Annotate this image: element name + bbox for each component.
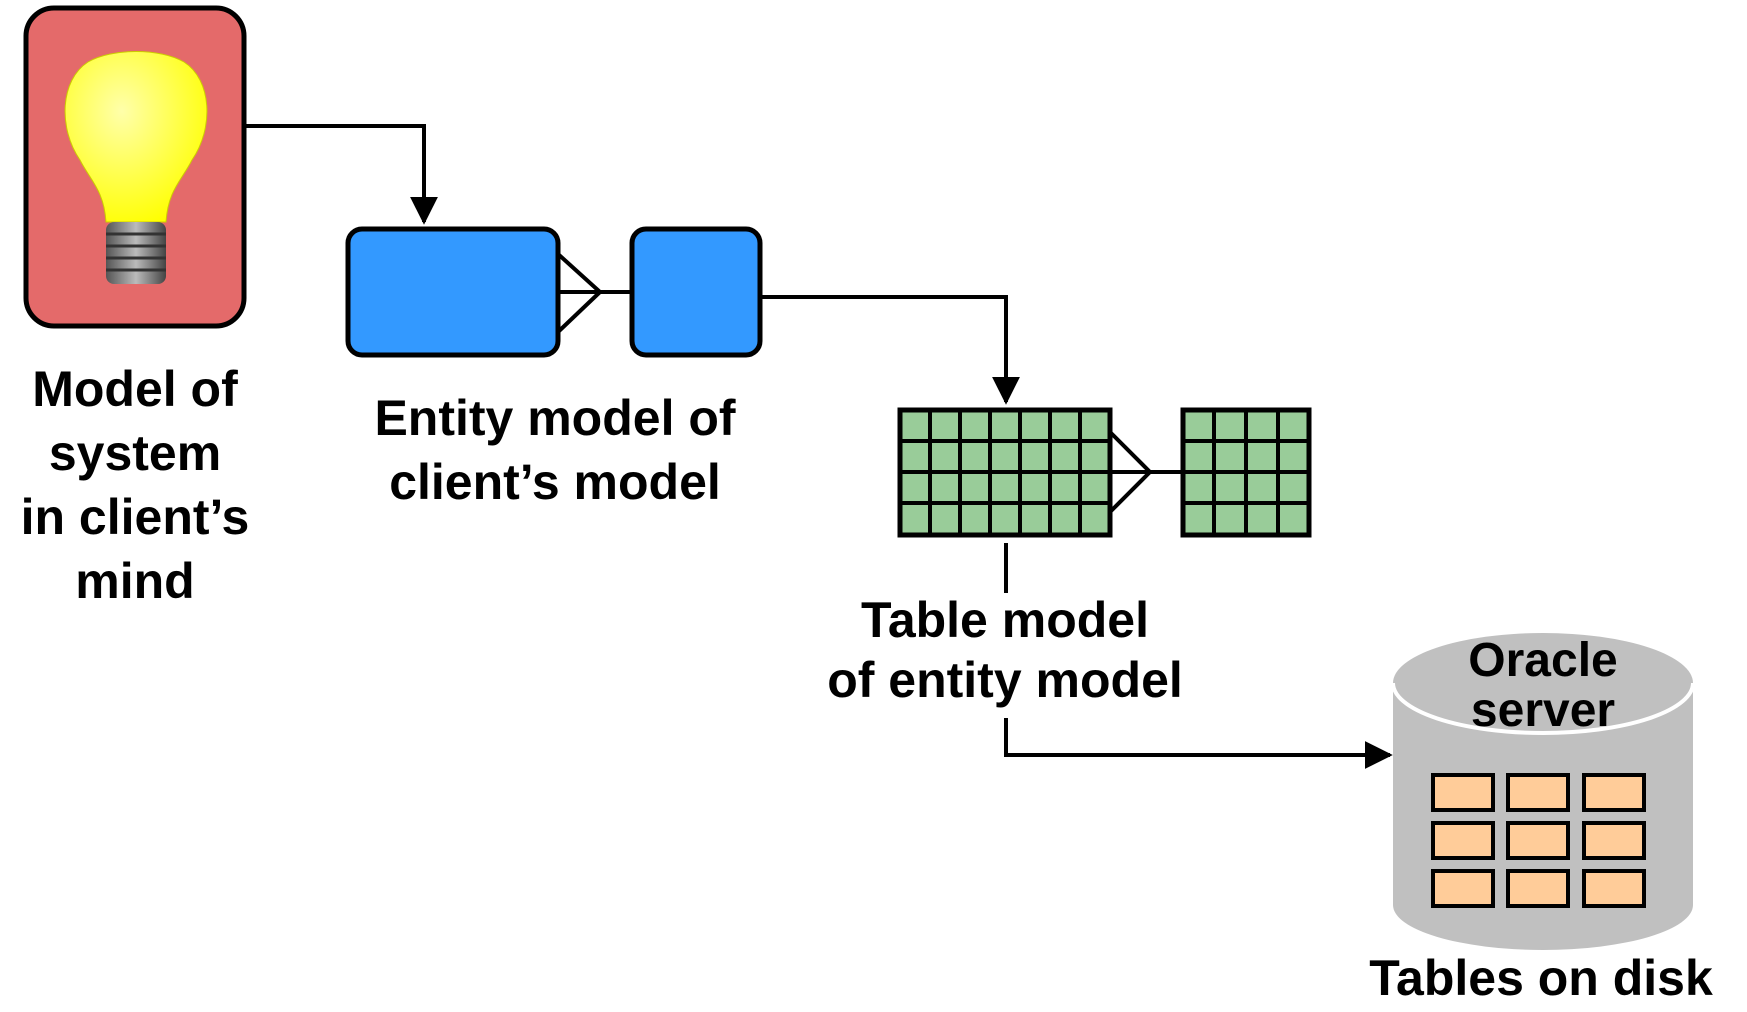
label-line: Model of [32,361,238,417]
label-line: in client’s [20,489,250,545]
disk-tables [1431,773,1646,908]
entity-box-small [629,226,763,358]
connector-mind-to-entity [244,124,438,225]
crows-foot-relationship [1108,430,1183,514]
table-grid-large [897,407,1113,538]
label-oracle-server: Oracle server [1423,636,1663,736]
label-entity-model: Entity model of client’s model [330,386,780,514]
connector-entity-to-table [760,295,1020,405]
lightbulb-icon [64,51,208,284]
label-line: Tables on disk [1369,950,1713,1006]
label-tables-on-disk: Tables on disk [1338,950,1744,1006]
table-model-diagram [897,407,1312,538]
label-line: system [48,425,222,481]
label-line: of entity model [827,652,1183,708]
label-line: Entity model of [374,390,736,446]
label-line: mind [75,553,195,609]
entity-box-large [345,226,561,358]
label-client-mind: Model of system in client’s mind [0,357,270,613]
entity-model-diagram [345,226,763,358]
label-table-model: Table model of entity model [790,590,1220,710]
label-line: server [1470,684,1616,737]
table-grid-small [1180,407,1312,538]
label-line: Table model [860,592,1149,648]
label-line: client’s model [389,454,721,510]
crows-foot-relationship [556,252,632,334]
label-line: Oracle [1468,634,1618,687]
connector-table-to-oracle [1004,718,1393,769]
